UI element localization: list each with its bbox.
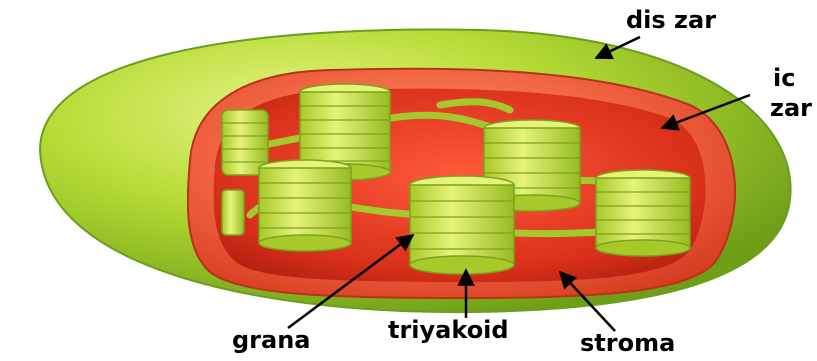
- granum-stack-5: [410, 176, 514, 274]
- granum-stack-4: [259, 160, 351, 251]
- thylakoid-label: triyakoid: [388, 318, 509, 342]
- outer-membrane-label: dis zar: [626, 8, 716, 32]
- granum-stack-7: [222, 190, 244, 235]
- inner-membrane-label-line2: zar: [770, 96, 812, 120]
- granum-stack-6: [596, 170, 690, 256]
- inner-membrane-label-line1: ic: [773, 66, 795, 90]
- grana-label: grana: [232, 328, 311, 352]
- stroma-label: stroma: [580, 331, 675, 355]
